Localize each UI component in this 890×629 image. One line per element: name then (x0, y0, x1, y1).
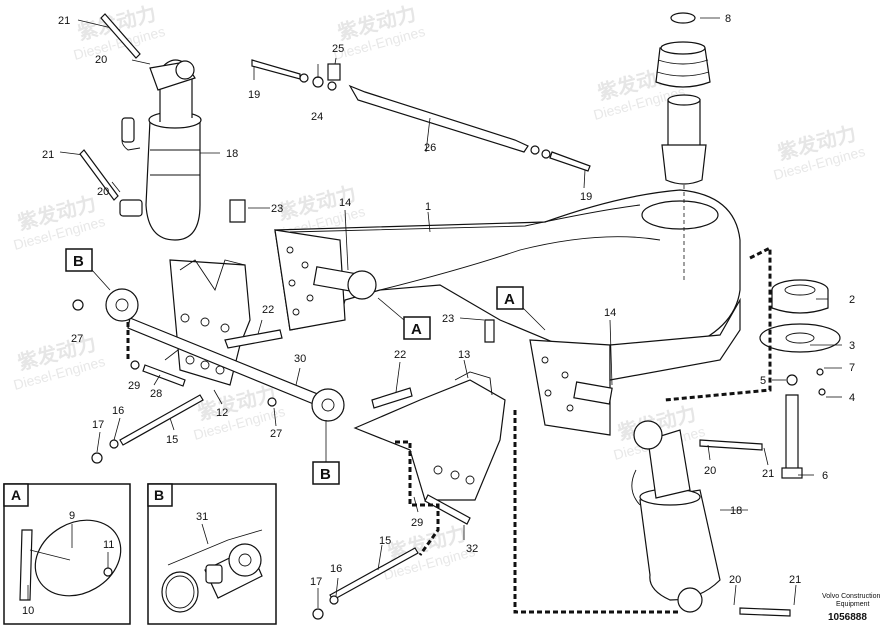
part-label: 20 (95, 54, 107, 66)
rod-30 (105, 288, 345, 422)
spring-assembly-8 (655, 12, 711, 280)
part-label: 20 (704, 465, 716, 477)
part-label: 21 (58, 15, 70, 27)
part-label: 28 (150, 388, 162, 400)
part-label: 15 (166, 434, 178, 446)
part-label: 15 (379, 535, 391, 547)
part-label: 5 (760, 375, 766, 387)
part-label: 7 (849, 362, 855, 374)
part-label: 21 (789, 574, 801, 586)
part-label: 27 (270, 428, 282, 440)
part-label: 30 (294, 353, 306, 365)
part-label: 18 (226, 148, 238, 160)
rod-assembly-26 (251, 59, 591, 172)
part-label: 16 (330, 563, 342, 575)
svg-text:B: B (320, 466, 331, 483)
part-label: 19 (248, 89, 260, 101)
inset-part-label: 31 (196, 511, 208, 523)
part-label: 12 (216, 407, 228, 419)
part-label: 23 (271, 203, 283, 215)
cylinder-lower-right (631, 420, 791, 617)
frame-1 (274, 189, 741, 436)
cylinder-upper-left (77, 13, 202, 241)
svg-text:B: B (154, 487, 164, 503)
caption-line2: Equipment (836, 601, 870, 608)
part-label: 13 (458, 349, 470, 361)
svg-text:A: A (411, 321, 422, 338)
svg-text:B: B (73, 253, 84, 270)
svg-text:A: A (11, 487, 21, 503)
part-label: 2 (849, 294, 855, 306)
inset-b: B 31 (147, 483, 277, 625)
part-label: 29 (128, 380, 140, 392)
bearing-stack (759, 279, 841, 479)
part-label: 23 (442, 313, 454, 325)
part-label: 19 (580, 191, 592, 203)
inset-part-label: 9 (69, 510, 75, 522)
reference-box-b-lower: B (312, 420, 340, 485)
inset-part-label: 10 (22, 605, 34, 617)
reference-box-a-right: A (496, 286, 546, 331)
part-label: 4 (849, 392, 855, 404)
part-label: 1 (425, 201, 431, 213)
part-label: 16 (112, 405, 124, 417)
part-label: 6 (822, 470, 828, 482)
part-label: 3 (849, 340, 855, 352)
reference-box-a-center: A (377, 297, 431, 340)
part-label: 20 (729, 574, 741, 586)
part-label: 17 (92, 419, 104, 431)
part-label: 14 (339, 197, 351, 209)
inset-part-label: 11 (103, 539, 114, 551)
part-label: 21 (42, 149, 54, 161)
bracket-13 (353, 319, 506, 525)
part-label: 22 (262, 304, 274, 316)
part-label: 20 (97, 186, 109, 198)
caption-line1: Volvo Construction (822, 593, 880, 600)
part-labels: 21 20 18 21 20 19 24 25 26 19 8 1 23 14 … (42, 13, 855, 588)
part-label: 29 (411, 517, 423, 529)
part-label: 18 (730, 505, 742, 517)
part-label: 21 (762, 468, 774, 480)
part-label: 32 (466, 543, 478, 555)
reference-box-b-left: B (65, 248, 111, 291)
part-label: 14 (604, 307, 616, 319)
part-label: 26 (424, 142, 436, 154)
hardware-lower-left (72, 299, 419, 620)
part-label: 27 (71, 333, 83, 345)
part-label: 17 (310, 576, 322, 588)
diagram-caption: Volvo Construction Equipment 1056888 (822, 593, 880, 623)
svg-text:A: A (504, 291, 515, 308)
part-label: 8 (725, 13, 731, 25)
dashed-reference-lines (126, 245, 772, 614)
leader-lines (59, 17, 842, 608)
part-label: 25 (332, 43, 344, 55)
inset-a: A 9 11 10 (3, 483, 131, 625)
document-number: 1056888 (828, 612, 867, 623)
part-label: 22 (394, 349, 406, 361)
part-label: 24 (311, 111, 323, 123)
